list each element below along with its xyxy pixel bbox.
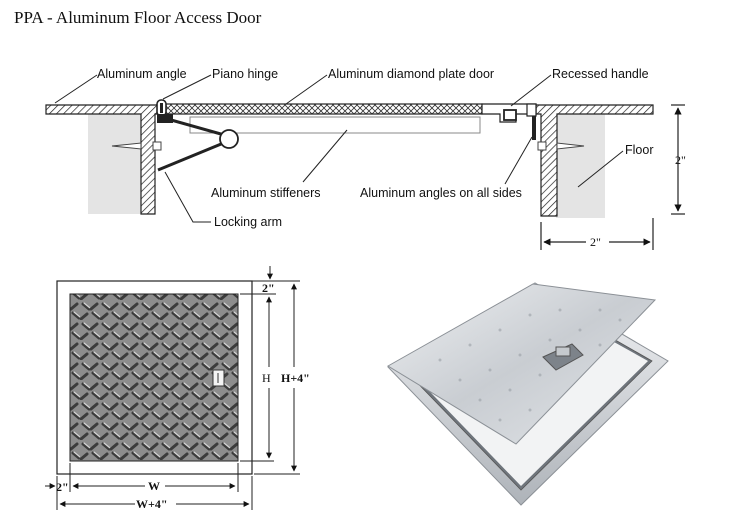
callout-recessed-handle: Recessed handle (552, 67, 649, 81)
callout-stiffeners: Aluminum stiffeners (211, 186, 321, 200)
arm-bracket (157, 114, 173, 123)
page-title: PPA - Aluminum Floor Access Door (14, 8, 262, 27)
door-lid (387, 283, 657, 445)
right-frame-stop (526, 103, 537, 117)
product-render (387, 282, 669, 506)
dim-frame-top: 2" (262, 281, 275, 295)
callout-aluminum-angle: Aluminum angle (97, 67, 187, 81)
dim-frame-left: 2" (56, 480, 69, 494)
dim-inner-width: W (148, 479, 160, 493)
anchor-bolt-right (556, 142, 585, 150)
dim-section-width: 2" (590, 235, 601, 249)
callout-locking-arm: Locking arm (214, 215, 282, 229)
floor-block-right (556, 114, 605, 218)
callout-angles-all-sides: Aluminum angles on all sides (360, 186, 522, 200)
right-inner-angle (532, 116, 536, 140)
dim-outer-height: H+4" (281, 371, 310, 385)
door-plate-section (165, 103, 483, 115)
locking-arm-upper (163, 116, 229, 138)
lid-diamond-texture (438, 308, 622, 422)
locking-arm-pivot (219, 129, 239, 149)
locking-arm-lower (157, 140, 227, 172)
handle-latch (555, 346, 571, 357)
diamond-plate (69, 293, 239, 462)
floor-block-left (88, 114, 144, 214)
callout-floor: Floor (625, 143, 653, 157)
dim-inner-height: H (262, 371, 271, 385)
dim-outer-width: W+4" (136, 497, 168, 511)
bolt-head-left (152, 141, 162, 151)
section-view: Aluminum angle Piano hinge Aluminum diam… (45, 67, 686, 250)
anchor-bolt-left (111, 142, 142, 150)
plan-view: 2" H H+4" W W+4" 2" (45, 266, 310, 511)
bolt-head-right (537, 141, 547, 151)
dim-section-height: 2" (675, 153, 686, 167)
recessed-handle-icon (503, 109, 517, 121)
callout-diamond-plate-door: Aluminum diamond plate door (328, 67, 494, 81)
hinge-pin (160, 103, 163, 113)
callout-piano-hinge: Piano hinge (212, 67, 278, 81)
right-angle-section (535, 104, 654, 217)
